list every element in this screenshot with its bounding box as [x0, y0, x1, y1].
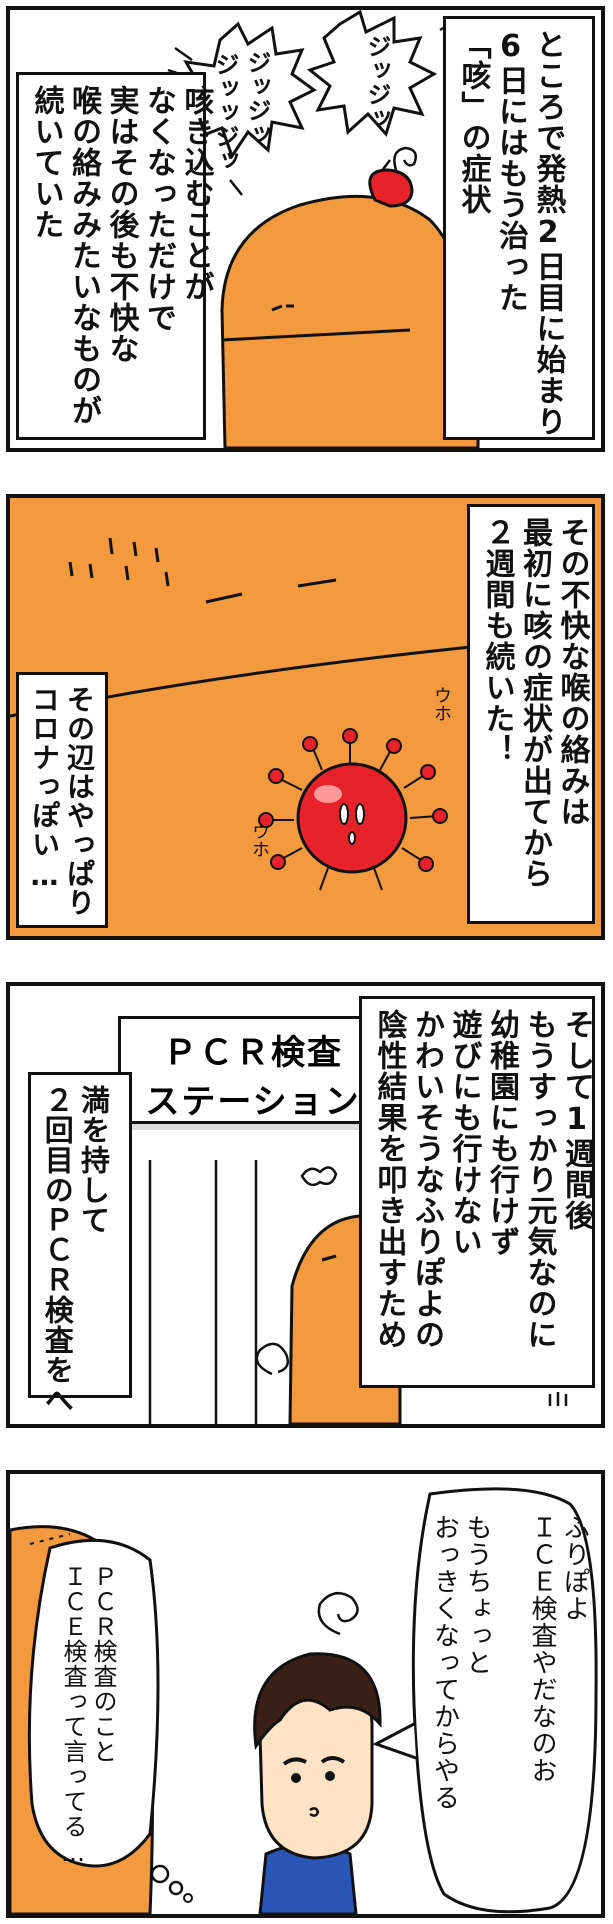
pcr-station-sign: ＰＣＲ検査 ステーション: [118, 1016, 388, 1124]
panel-3: ＰＣＲ検査 ステーション そして1週間後 もうすっかり元気なのに 幼稚園にも行け…: [6, 982, 605, 1428]
burst-bubble-2: [306, 10, 438, 137]
panel-4-art: [10, 1487, 598, 1914]
caption-left: その辺はやっぱり コロナっぽい…: [16, 672, 108, 928]
caption-text: 満を持して ２回目のＰＣＲ検査をへ: [40, 1085, 111, 1415]
sfx-text-1: ジッジッ: [243, 50, 271, 146]
virus-character: [258, 728, 448, 891]
sfx-text-3: ジッジッ: [363, 34, 391, 130]
hair-tuft: [368, 168, 414, 208]
panel-2-art: [10, 537, 481, 891]
thought-bubble: [27, 1538, 160, 1868]
virus-sfx-2: ウホ: [249, 822, 270, 858]
orange-character-body: [220, 194, 480, 448]
speech-text: ふりぽよ ＩＣＥ検査やだなのお もうちょっと おっきくなってからやる: [429, 1514, 590, 1811]
sfx-text-2: ジッッジッ: [211, 52, 239, 172]
caption-right: ところで発熱2日目に始まり 6日にはもう治った 「咳」の症状: [443, 16, 595, 440]
caption-text: その不快な喉の絡みは 最初に咳の症状が出てから ２週間も続いた！: [479, 517, 590, 889]
caption-right: そして1週間後 もうすっかり元気なのに 幼稚園にも行けず 遊びにも行けない かわ…: [359, 996, 595, 1388]
panel-4: ふりぽよ ＩＣＥ検査やだなのお もうちょっと おっきくなってからやる ＰＣＲ検査…: [6, 1470, 605, 1918]
virus-sfx-1: ウホ: [431, 686, 452, 722]
panel-1: ジッジッ ジッッジッ ジッジッ ところで発熱2日目に始まり 6日にはもう治った …: [6, 6, 605, 452]
hair: [253, 1652, 382, 1751]
caption-text: その辺はやっぱり コロナっぽい…: [28, 685, 96, 917]
caption-text: そして1週間後 もうすっかり元気なのに 幼稚園にも行けず 遊びにも行けない かわ…: [371, 1009, 595, 1350]
sign-line-2: ステーション: [145, 1082, 361, 1122]
caption-right: その不快な喉の絡みは 最初に咳の症状が出てから ２週間も続いた！: [467, 504, 595, 924]
speech-bubble: [411, 1487, 598, 1914]
thought-text: ＰＣＲ検査のこと ＩＣＥ検査って言ってる…: [59, 1564, 117, 1868]
panel-2: ウホ ウホ その不快な喉の絡みは 最初に咳の症状が出てから ２週間も続いた！ そ…: [6, 494, 605, 940]
boy-character: [253, 1591, 382, 1914]
caption-left: 咳き込むことが なくなっただけで 実はその後も不快な 喉の絡みみたいなものが 続…: [16, 72, 214, 440]
sign-line-1: ＰＣＲ検査: [163, 1033, 343, 1073]
caption-text: ところで発熱2日目に始まり 6日にはもう治った 「咳」の症状: [455, 29, 566, 437]
caption-text: 咳き込むことが なくなっただけで 実はその後も不快な 喉の絡みみたいなものが 続…: [28, 85, 214, 426]
caption-left: 満を持して ２回目のＰＣＲ検査をへ: [28, 1072, 132, 1415]
